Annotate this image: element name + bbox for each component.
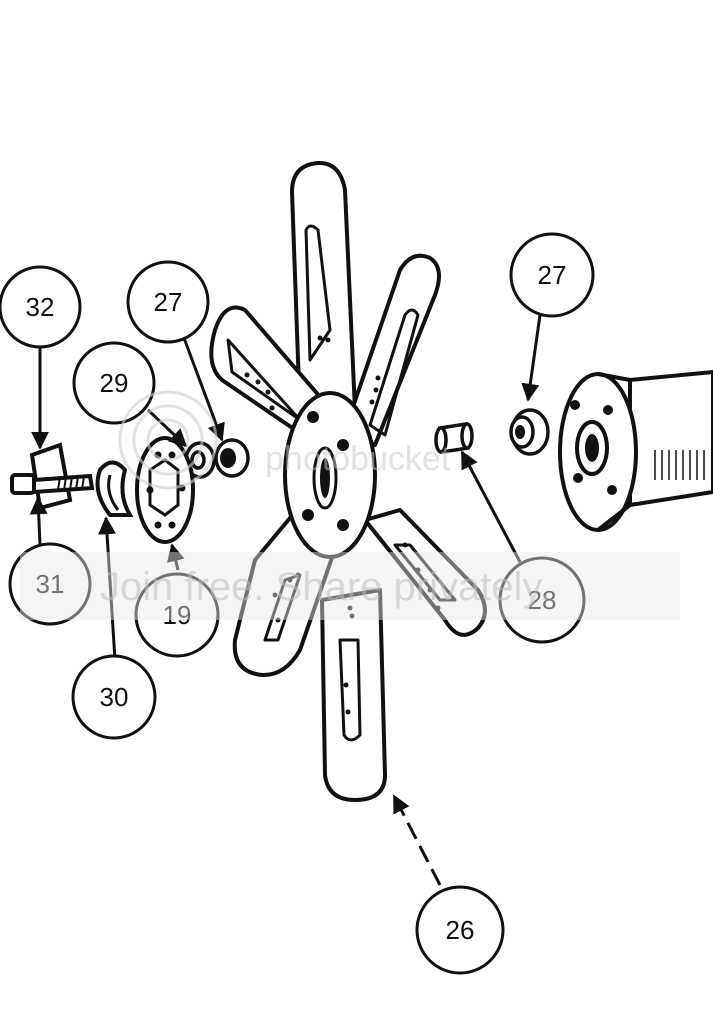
watermark-logo-icon <box>118 390 218 490</box>
callout-19: 19 <box>134 572 220 658</box>
fan-blade-upper-right <box>343 253 441 447</box>
callout-28-label: 28 <box>528 585 557 615</box>
callout-30-label: 30 <box>100 682 129 712</box>
bolt-and-bracket <box>10 442 95 511</box>
leader-19 <box>167 543 185 571</box>
callout-32: 32 <box>0 265 82 349</box>
callout-28: 28 <box>498 556 586 644</box>
callout-27-left-label: 27 <box>154 287 183 317</box>
callout-27-right-label: 27 <box>538 260 567 290</box>
callout-31-label: 31 <box>36 569 65 599</box>
callout-29-label: 29 <box>100 368 129 398</box>
spacer-left <box>214 438 250 478</box>
balance-plate <box>135 436 195 544</box>
leader-lines <box>29 314 542 886</box>
callout-27-left: 27 <box>126 260 210 344</box>
callout-19-label: 19 <box>163 600 192 630</box>
spacer-right <box>509 408 550 456</box>
leader-30 <box>98 516 117 661</box>
water-pump-pulley <box>558 369 713 532</box>
locking-plate <box>95 460 134 517</box>
leader-27-left <box>182 337 225 442</box>
callout-27-right: 27 <box>509 232 595 318</box>
leader-31 <box>29 496 48 546</box>
leader-29 <box>146 408 188 448</box>
leader-26 <box>392 794 442 886</box>
fan-blade-lower-right <box>363 508 487 637</box>
leader-27-right <box>521 314 542 402</box>
watermark: photobucket Join free. Share privately. <box>20 390 680 620</box>
callout-29: 29 <box>72 341 156 425</box>
callout-30: 30 <box>71 654 157 740</box>
callout-26: 26 <box>415 885 505 975</box>
fan-blade-assembly <box>209 160 487 802</box>
callout-26-label: 26 <box>446 915 475 945</box>
fan-blade-bottom <box>320 588 387 802</box>
watermark-banner <box>20 552 680 620</box>
callout-31: 31 <box>8 542 92 626</box>
watermark-tagline: Join free. Share privately. <box>100 565 551 609</box>
sleeve <box>434 421 474 455</box>
leader-28 <box>460 450 522 563</box>
callout-32-label: 32 <box>26 292 55 322</box>
watermark-brand: photobucket <box>265 440 451 478</box>
